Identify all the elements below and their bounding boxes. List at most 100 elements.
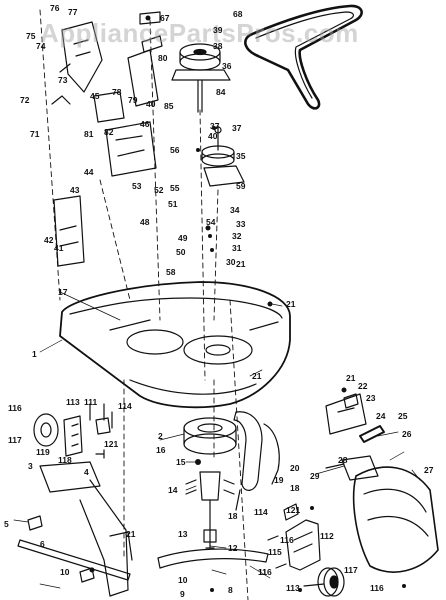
part-callout-41: 41 — [54, 243, 64, 253]
gauge-wheel-drawing — [303, 567, 345, 597]
part-callout-36: 36 — [222, 61, 232, 71]
part-callout-77: 77 — [68, 7, 78, 17]
part-callout-18: 18 — [290, 483, 300, 493]
part-callout-10: 10 — [60, 567, 70, 577]
part-callout-116: 116 — [280, 535, 294, 545]
part-callout-68: 68 — [233, 9, 243, 19]
drive-belt-drawing — [244, 4, 363, 110]
part-callout-2: 2 — [158, 431, 163, 441]
part-callout-40: 40 — [208, 131, 218, 141]
part-callout-50: 50 — [176, 247, 186, 257]
part-callout-20: 20 — [290, 463, 300, 473]
discharge-chute-drawing — [325, 455, 439, 573]
part-callout-42: 42 — [44, 235, 54, 245]
left-hardware-drawing — [33, 403, 113, 459]
part-callout-76: 76 — [50, 3, 60, 13]
part-callout-45: 45 — [90, 91, 100, 101]
watermark-text: AppliancePartsPros.com — [40, 18, 359, 48]
part-callout-21: 21 — [236, 259, 246, 269]
part-callout-21: 21 — [346, 373, 356, 383]
part-callout-10: 10 — [178, 575, 188, 585]
part-callout-58: 58 — [166, 267, 176, 277]
part-callout-49: 49 — [178, 233, 188, 243]
belt-guide-drawing — [233, 411, 280, 511]
part-callout-117: 117 — [8, 435, 22, 445]
spindle-assembly-drawing — [157, 417, 269, 569]
part-callout-9: 9 — [180, 589, 185, 599]
part-callout-53: 53 — [132, 181, 142, 191]
chute-bracket-drawing — [325, 393, 385, 443]
lower-left-linkage-drawing — [17, 461, 133, 597]
part-callout-73: 73 — [58, 75, 68, 85]
part-callout-117: 117 — [344, 565, 358, 575]
part-callout-82: 82 — [104, 127, 114, 137]
part-callout-18: 18 — [228, 511, 238, 521]
part-callout-11: 11 — [258, 567, 267, 577]
part-callout-8: 8 — [228, 585, 233, 595]
part-callout-39: 39 — [213, 25, 223, 35]
part-callout-116: 116 — [258, 567, 272, 577]
part-callout-84: 84 — [216, 87, 226, 97]
part-callout-21: 21 — [252, 371, 262, 381]
part-callout-17: 17 — [58, 287, 68, 297]
part-callout-113: 113 — [286, 583, 300, 593]
part-callout-44: 44 — [84, 167, 94, 177]
part-callout-4: 4 — [84, 467, 89, 477]
part-callout-34: 34 — [230, 205, 240, 215]
part-callout-43: 43 — [70, 185, 80, 195]
part-callout-115: 115 — [268, 547, 282, 557]
part-callout-22: 22 — [358, 381, 368, 391]
part-callout-33: 33 — [236, 219, 246, 229]
lower-right-bracket-drawing — [267, 503, 321, 571]
part-callout-19: 19 — [274, 475, 284, 485]
part-callout-116: 116 — [370, 583, 384, 593]
hardware-fasteners — [89, 15, 406, 592]
part-callout-113: 113 — [66, 397, 80, 407]
part-callout-114: 114 — [118, 401, 132, 411]
part-callout-80: 80 — [158, 53, 168, 63]
upper-left-brackets-drawing — [51, 11, 163, 267]
part-callout-46: 46 — [140, 119, 150, 129]
part-callout-72: 72 — [20, 95, 30, 105]
part-callout-78: 78 — [112, 87, 122, 97]
part-callout-111: 111 — [84, 397, 98, 407]
mower-deck-housing-drawing — [59, 281, 291, 409]
part-callout-75: 75 — [26, 31, 36, 41]
part-callout-37: 37 — [232, 123, 242, 133]
part-callout-3: 3 — [28, 461, 33, 471]
part-callout-27: 27 — [424, 465, 434, 475]
part-callout-114: 114 — [254, 507, 268, 517]
part-callout-14: 14 — [168, 485, 178, 495]
part-callout-79: 79 — [128, 95, 138, 105]
part-callout-51: 51 — [168, 199, 178, 209]
part-callout-74: 74 — [36, 41, 46, 51]
part-callout-30: 30 — [226, 257, 236, 267]
part-callout-26: 26 — [402, 429, 412, 439]
part-callout-16: 16 — [156, 445, 166, 455]
part-callout-6: 6 — [40, 539, 45, 549]
part-callout-13: 13 — [178, 529, 188, 539]
part-callout-118: 118 — [58, 455, 72, 465]
part-callout-28: 28 — [338, 455, 348, 465]
part-callout-67: 67 — [160, 13, 170, 23]
idler-pulley-drawing — [201, 125, 245, 187]
part-callout-15: 15 — [176, 457, 186, 467]
part-callout-1: 1 — [32, 349, 37, 359]
part-callout-32: 32 — [232, 231, 242, 241]
part-callout-38: 38 — [213, 41, 223, 51]
part-callout-55: 55 — [170, 183, 180, 193]
part-callout-52: 52 — [154, 185, 164, 195]
part-callout-40: 40 — [146, 99, 156, 109]
part-callout-121: 121 — [104, 439, 119, 449]
part-callout-23: 23 — [366, 393, 376, 403]
part-callout-56: 56 — [170, 145, 180, 155]
part-callout-119: 119 — [36, 447, 50, 457]
part-callout-48: 48 — [140, 217, 150, 227]
part-callout-121: 121 — [286, 505, 301, 515]
part-callout-71: 71 — [30, 129, 40, 139]
part-callout-81: 81 — [84, 129, 94, 139]
part-callout-29: 29 — [310, 471, 320, 481]
part-callout-37: 37 — [210, 121, 220, 131]
